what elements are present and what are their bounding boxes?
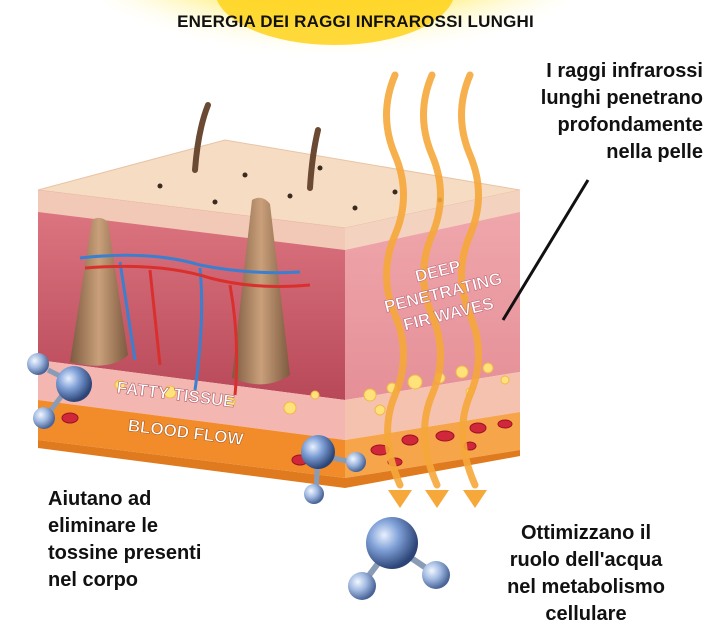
fatty-tissue-front	[38, 360, 345, 440]
annotation-penetration-line: profondamente	[557, 114, 703, 136]
hair-shaft-2	[307, 127, 321, 191]
annotation-water-line: cellulare	[545, 603, 627, 625]
water-molecule-bottom	[348, 517, 450, 600]
annotation-water-line: nel metabolismo	[507, 576, 665, 598]
annotation-toxins: Aiutano ad eliminare le tossine presenti…	[48, 486, 278, 594]
wave-arrowheads	[388, 490, 487, 508]
hair-shaft-1	[192, 102, 211, 173]
annotation-penetration-line: nella pelle	[606, 141, 703, 163]
blood-flow-front	[38, 400, 345, 478]
annotation-penetration-line: lunghi penetrano	[540, 87, 703, 109]
annotation-water-line: Ottimizzano il	[521, 522, 651, 544]
annotation-water-metabolism: Ottimizzano il ruolo dell'acqua nel meta…	[470, 520, 702, 628]
sun	[105, 0, 565, 120]
page-title: ENERGIA DEI RAGGI INFRAROSSI LUNGHI	[177, 12, 534, 31]
infrared-waves	[383, 71, 482, 489]
sun-core	[217, 0, 453, 45]
hair-follicle-1	[70, 217, 128, 366]
annotation-toxins-line: tossine presenti	[48, 542, 202, 564]
annotation-toxins-line: eliminare le	[48, 515, 159, 537]
annotation-toxins-line: nel corpo	[48, 569, 139, 591]
annotation-penetration: I raggi infrarossi lunghi penetrano prof…	[443, 58, 703, 166]
annotation-water-line: ruolo dell'acqua	[509, 549, 663, 571]
hair-follicle-2	[232, 197, 290, 385]
blood-vessel-blue	[79, 253, 301, 391]
annotation-penetration-line: I raggi infrarossi	[546, 60, 703, 82]
annotation-toxins-line: Aiutano ad	[48, 488, 152, 510]
blood-vessel-red	[84, 264, 311, 396]
water-molecule-center	[301, 435, 366, 504]
annotation-leader-line	[501, 179, 590, 321]
water-molecule-left	[27, 353, 92, 429]
